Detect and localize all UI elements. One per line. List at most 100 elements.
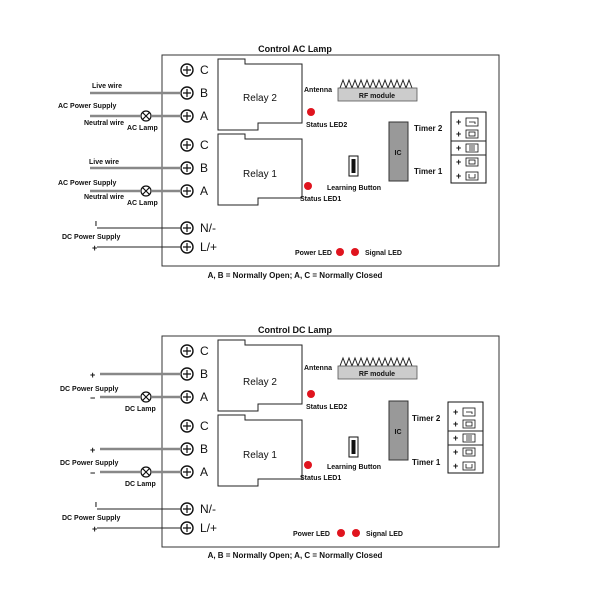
svg-text:L/+: L/+	[200, 521, 217, 535]
svg-text:B: B	[200, 442, 208, 456]
rf-module	[337, 365, 418, 380]
ic-label: IC	[395, 429, 402, 436]
svg-text:C: C	[200, 419, 209, 433]
panel-caption: A, B = Normally Open; A, C = Normally Cl…	[208, 551, 383, 560]
live-wire-label: Live wire	[92, 83, 122, 90]
status-led-1	[304, 461, 312, 469]
svg-text:C: C	[200, 63, 209, 77]
lamp-label: DC Lamp	[125, 481, 156, 488]
signal-led	[352, 529, 360, 537]
relay-2-label: Relay 2	[243, 377, 277, 388]
dc-minus-label: I	[95, 221, 97, 228]
timer-row: +	[456, 157, 479, 167]
status-led-1-label: Status LED1	[300, 196, 341, 203]
dc-supply-label: DC Power Supply	[62, 234, 120, 241]
dc-supply-label: DC Power Supply	[62, 515, 120, 522]
svg-text:A: A	[200, 390, 208, 404]
antenna-label: Antenna	[304, 87, 332, 94]
dc-plus-label: +	[92, 524, 97, 534]
status-led-2-label: Status LED2	[306, 122, 347, 129]
neutral-wire-label: Neutral wire	[84, 194, 124, 201]
svg-text:N/-: N/-	[200, 221, 216, 235]
ic-chip	[388, 400, 409, 461]
svg-text:C: C	[200, 344, 209, 358]
terminal-c-top: C	[180, 63, 209, 77]
svg-text:+: +	[456, 157, 461, 167]
panel-dc-lamp: Control DC Lamp Relay 2 Relay 1 C B A C …	[60, 325, 500, 560]
terminal-c-mid: C	[180, 419, 209, 433]
learning-button-label: Learning Button	[327, 185, 381, 192]
terminal-c-top: C	[180, 344, 209, 358]
svg-text:+: +	[453, 433, 458, 443]
timer-row: +	[453, 447, 476, 457]
rf-module	[337, 87, 418, 102]
svg-text:B: B	[200, 161, 208, 175]
dc-supply-wiring: I DC Power Supply +	[62, 502, 181, 534]
learning-button-label: Learning Button	[327, 464, 381, 471]
neutral-wire-label: Neutral wire	[84, 120, 124, 127]
svg-text:+: +	[453, 419, 458, 429]
svg-text:+: +	[453, 447, 458, 457]
status-led-2	[307, 390, 315, 398]
panel-caption: A, B = Normally Open; A, C = Normally Cl…	[208, 271, 383, 280]
live-wire-label: Live wire	[89, 159, 119, 166]
lamp-icon	[140, 185, 152, 197]
svg-text:A: A	[200, 109, 208, 123]
svg-text:L/+: L/+	[200, 240, 217, 254]
ic-chip	[388, 121, 409, 182]
power-supply-label: DC Power Supply	[60, 386, 118, 393]
antenna-label: Antenna	[304, 365, 332, 372]
lamp-icon	[140, 466, 152, 478]
status-led-1	[304, 182, 312, 190]
signal-led-label: Signal LED	[366, 531, 403, 538]
lamp-label: AC Lamp	[127, 200, 158, 207]
power-led	[337, 529, 345, 537]
status-led-2-label: Status LED2	[306, 404, 347, 411]
power-supply-label: AC Power Supply	[58, 103, 116, 110]
timer-row: +	[453, 407, 476, 417]
relay-2-body	[217, 58, 303, 131]
timer-2-label: Timer 2	[414, 124, 443, 133]
panel-title: Control AC Lamp	[258, 44, 332, 54]
svg-text:B: B	[200, 367, 208, 381]
panel-title: Control DC Lamp	[258, 325, 332, 335]
timer-1-label: Timer 1	[414, 167, 443, 176]
power-led-label: Power LED	[295, 250, 332, 257]
timer-row: +	[456, 171, 479, 181]
dc-plus-label: +	[90, 370, 95, 380]
wiring-group-mid: Live wire AC Power Supply Neutral wire A…	[58, 159, 181, 207]
status-led-1-label: Status LED1	[300, 475, 341, 482]
timer-row: +	[453, 433, 476, 443]
lamp-label: DC Lamp	[125, 406, 156, 413]
relay-2-label: Relay 2	[243, 93, 277, 104]
svg-text:+: +	[456, 129, 461, 139]
power-led-label: Power LED	[293, 531, 330, 538]
timer-row: +	[456, 129, 479, 139]
svg-text:C: C	[200, 138, 209, 152]
wiring-group-mid: + DC Power Supply − DC Lamp	[60, 445, 181, 488]
svg-text:A: A	[200, 465, 208, 479]
timer-1-label: Timer 1	[412, 458, 441, 467]
power-led	[336, 248, 344, 256]
panel-ac-lamp: Control AC Lamp Relay 2 Relay 1 C B A C …	[58, 44, 500, 280]
timer-row: +	[456, 117, 479, 127]
relay-1-body	[217, 133, 303, 206]
lamp-icon	[140, 391, 152, 403]
rf-module-label: RF module	[359, 371, 395, 378]
svg-text:+: +	[456, 143, 461, 153]
power-supply-label: AC Power Supply	[58, 180, 116, 187]
timer-2-label: Timer 2	[412, 414, 441, 423]
relay-1-body	[217, 414, 303, 487]
power-supply-label: DC Power Supply	[60, 460, 118, 467]
svg-text:+: +	[456, 171, 461, 181]
wiring-group-top: Live wire AC Power Supply Neutral wire A…	[58, 83, 181, 132]
signal-led	[351, 248, 359, 256]
lamp-icon	[140, 110, 152, 122]
relay-1-label: Relay 1	[243, 169, 277, 180]
svg-text:+: +	[456, 117, 461, 127]
svg-text:+: +	[453, 461, 458, 471]
relay-1-label: Relay 1	[243, 450, 277, 461]
svg-text:+: +	[453, 407, 458, 417]
timer-row: +	[453, 419, 476, 429]
